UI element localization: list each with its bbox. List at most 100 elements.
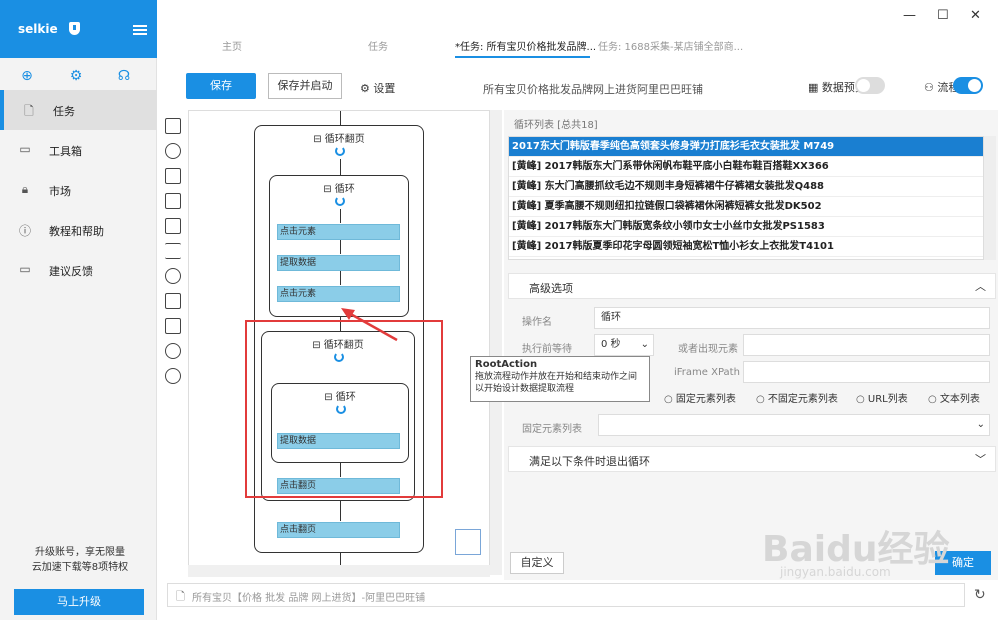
- loop-label: ⊟ 循环翻页: [313, 134, 365, 145]
- feedback-icon: ▭: [19, 262, 31, 276]
- list-item[interactable]: [黄峰] 东大门高腰抓纹毛边不规则丰身短裤裙牛仔裤裙女装批发Q488: [509, 177, 983, 197]
- preview-text: 数据预览: [821, 81, 866, 94]
- loop-title: 循环: [334, 184, 355, 195]
- captcha-icon[interactable]: [165, 218, 181, 234]
- sidebar-item-help[interactable]: ⓘ 教程和帮助: [0, 210, 157, 250]
- fixed-list-select[interactable]: ⌄: [598, 414, 990, 436]
- wait-select[interactable]: 0 秒 ⌄: [594, 334, 654, 356]
- list-item[interactable]: 2017东大门韩版春季纯色高领套头修身弹力打底衫毛衣女装批发 M749: [509, 137, 983, 157]
- gear-icon[interactable]: ⚙: [69, 68, 83, 84]
- save-and-run-button[interactable]: 保存并启动: [268, 73, 342, 99]
- step-click-next-page[interactable]: 点击翻页: [277, 522, 400, 538]
- extract-icon[interactable]: [165, 168, 181, 184]
- lock-icon: 🔒︎: [21, 182, 29, 196]
- list-scrollbar[interactable]: [984, 136, 996, 260]
- flow-toggle[interactable]: [953, 77, 983, 94]
- open-page-icon[interactable]: [165, 118, 181, 134]
- sidebar-item-market[interactable]: 🔒︎ 市场: [0, 170, 157, 210]
- tab-home[interactable]: 主页: [222, 42, 242, 53]
- help-icon: ⓘ: [18, 224, 31, 238]
- switch-dropdown-icon[interactable]: [165, 243, 181, 259]
- tab-tasks[interactable]: 任务: [368, 42, 388, 53]
- toolbox-icon: ▭: [19, 142, 31, 156]
- exit-condition-label: 满足以下条件时退出循环: [529, 455, 650, 468]
- fit-view-icon[interactable]: [455, 529, 481, 555]
- list-item[interactable]: [黄峰] 夏季高腰不规则纽扣拉链假口袋裤裙休闲裤短裤女批发DK502: [509, 197, 983, 217]
- step-click-next-page[interactable]: 点击翻页: [277, 478, 400, 494]
- connector: [340, 463, 341, 477]
- connector: [340, 317, 341, 331]
- step-click-element[interactable]: 点击元素: [277, 286, 400, 302]
- radio-fixed-list[interactable]: 固定元素列表: [664, 390, 736, 405]
- loop-label: ⊟ 循环: [324, 392, 356, 403]
- radio-url-list[interactable]: URL列表: [856, 390, 908, 405]
- sidebar-item-label: 教程和帮助: [49, 225, 104, 238]
- connector: [340, 553, 341, 574]
- add-icon[interactable]: ⊕: [21, 68, 33, 84]
- save-button[interactable]: 保存: [186, 73, 256, 99]
- refresh-icon[interactable]: ↻: [974, 587, 986, 603]
- sidebar-item-toolbox[interactable]: ▭ 工具箱: [0, 130, 157, 170]
- wait-value: 0 秒: [601, 339, 621, 350]
- flow-icon: ⚇: [924, 81, 938, 94]
- loop-list[interactable]: 2017东大门韩版春季纯色高领套头修身弹力打底衫毛衣女装批发 M749 [黄峰]…: [508, 136, 984, 260]
- tab-current-task[interactable]: *任务: 所有宝贝价格批发品牌...: [455, 42, 597, 53]
- confirm-button[interactable]: 确定: [935, 551, 991, 575]
- click-icon[interactable]: [165, 143, 181, 159]
- data-preview-toggle[interactable]: [855, 77, 885, 94]
- loop-icon: [335, 146, 345, 156]
- mouse-hover-icon[interactable]: [165, 318, 181, 334]
- exit-condition-header[interactable]: 满足以下条件时退出循环 ﹀: [508, 446, 996, 472]
- headset-icon[interactable]: ☊: [117, 68, 131, 84]
- chevron-up-icon: ︿: [975, 280, 986, 293]
- task-description: 所有宝贝价格批发品牌网上进货阿里巴巴旺铺: [483, 83, 703, 96]
- tooltip-body: 拖放流程动作并放在开始和结束动作之间以开始设计数据提取流程: [475, 372, 638, 394]
- loop-icon: [334, 352, 344, 362]
- loop-until-icon[interactable]: [165, 343, 181, 359]
- list-item[interactable]: [黄峰] 2017韩版东大门系带休闲帆布鞋平底小白鞋布鞋百搭鞋XX366: [509, 157, 983, 177]
- step-extract-data[interactable]: 提取数据: [277, 433, 400, 449]
- promo-line: 升级账号，享无限量: [35, 547, 125, 558]
- list-item[interactable]: [黄峰] 2017韩版夏季印花字母圆领短袖宽松T恤小衫女上衣批发T4101: [509, 237, 983, 257]
- tooltip-title: RootAction: [475, 359, 538, 370]
- shield-icon[interactable]: [69, 22, 80, 35]
- close-icon[interactable]: ✕: [970, 8, 981, 23]
- chevron-down-icon: ⌄: [976, 419, 985, 430]
- iframe-xpath-label: iFrame XPath: [674, 367, 740, 378]
- loop-icon[interactable]: [165, 268, 181, 284]
- menu-icon[interactable]: [133, 25, 147, 35]
- connector: [340, 240, 341, 254]
- minimize-icon[interactable]: —: [903, 8, 916, 23]
- chevron-down-icon: ⌄: [640, 339, 649, 350]
- step-click-element[interactable]: 点击元素: [277, 224, 400, 240]
- custom-button[interactable]: 自定义: [510, 552, 564, 574]
- canvas-scrollbar-vertical[interactable]: [490, 110, 502, 575]
- stop-icon[interactable]: [165, 368, 181, 384]
- list-item[interactable]: [黄峰] 2017韩版东大门韩版宽条纹小领巾女士小丝巾女批发PS1583: [509, 217, 983, 237]
- input-text-icon[interactable]: [165, 193, 181, 209]
- tab-other-task[interactable]: 任务: 1688采集-某店铺全部商...: [598, 42, 744, 53]
- loop-title: 循环翻页: [324, 134, 365, 145]
- chevron-down-icon: ﹀: [975, 453, 986, 466]
- sidebar-item-tasks[interactable]: 🗋 任务: [0, 90, 157, 130]
- url-bar[interactable]: 🗋 所有宝贝【价格 批发 品牌 网上进货】-阿里巴巴旺铺: [167, 583, 965, 607]
- maximize-icon[interactable]: ☐: [937, 8, 949, 23]
- table-icon: ▦: [808, 81, 822, 94]
- sidebar-item-feedback[interactable]: ▭ 建议反馈: [0, 250, 157, 290]
- annotation-arrow: [341, 308, 398, 342]
- settings-button[interactable]: ⚙ 设置: [360, 80, 395, 96]
- canvas-scrollbar-horizontal[interactable]: [188, 565, 490, 577]
- branch-icon[interactable]: [165, 293, 181, 309]
- loop-label: ⊟ 循环: [323, 184, 355, 195]
- iframe-xpath-field[interactable]: [743, 361, 990, 383]
- radio-text-list[interactable]: 文本列表: [928, 390, 980, 405]
- operation-name-field[interactable]: 循环: [594, 307, 990, 329]
- advanced-options-header[interactable]: 高级选项 ︿: [508, 273, 996, 299]
- appear-element-field[interactable]: [743, 334, 990, 356]
- radio-variable-list[interactable]: 不固定元素列表: [756, 390, 838, 405]
- connector: [340, 111, 341, 125]
- step-extract-data[interactable]: 提取数据: [277, 255, 400, 271]
- loop-container-2[interactable]: ⊟ 循环: [271, 383, 409, 463]
- data-preview-label: ▦ 数据预览: [808, 79, 866, 95]
- upgrade-button[interactable]: 马上升级: [14, 589, 144, 615]
